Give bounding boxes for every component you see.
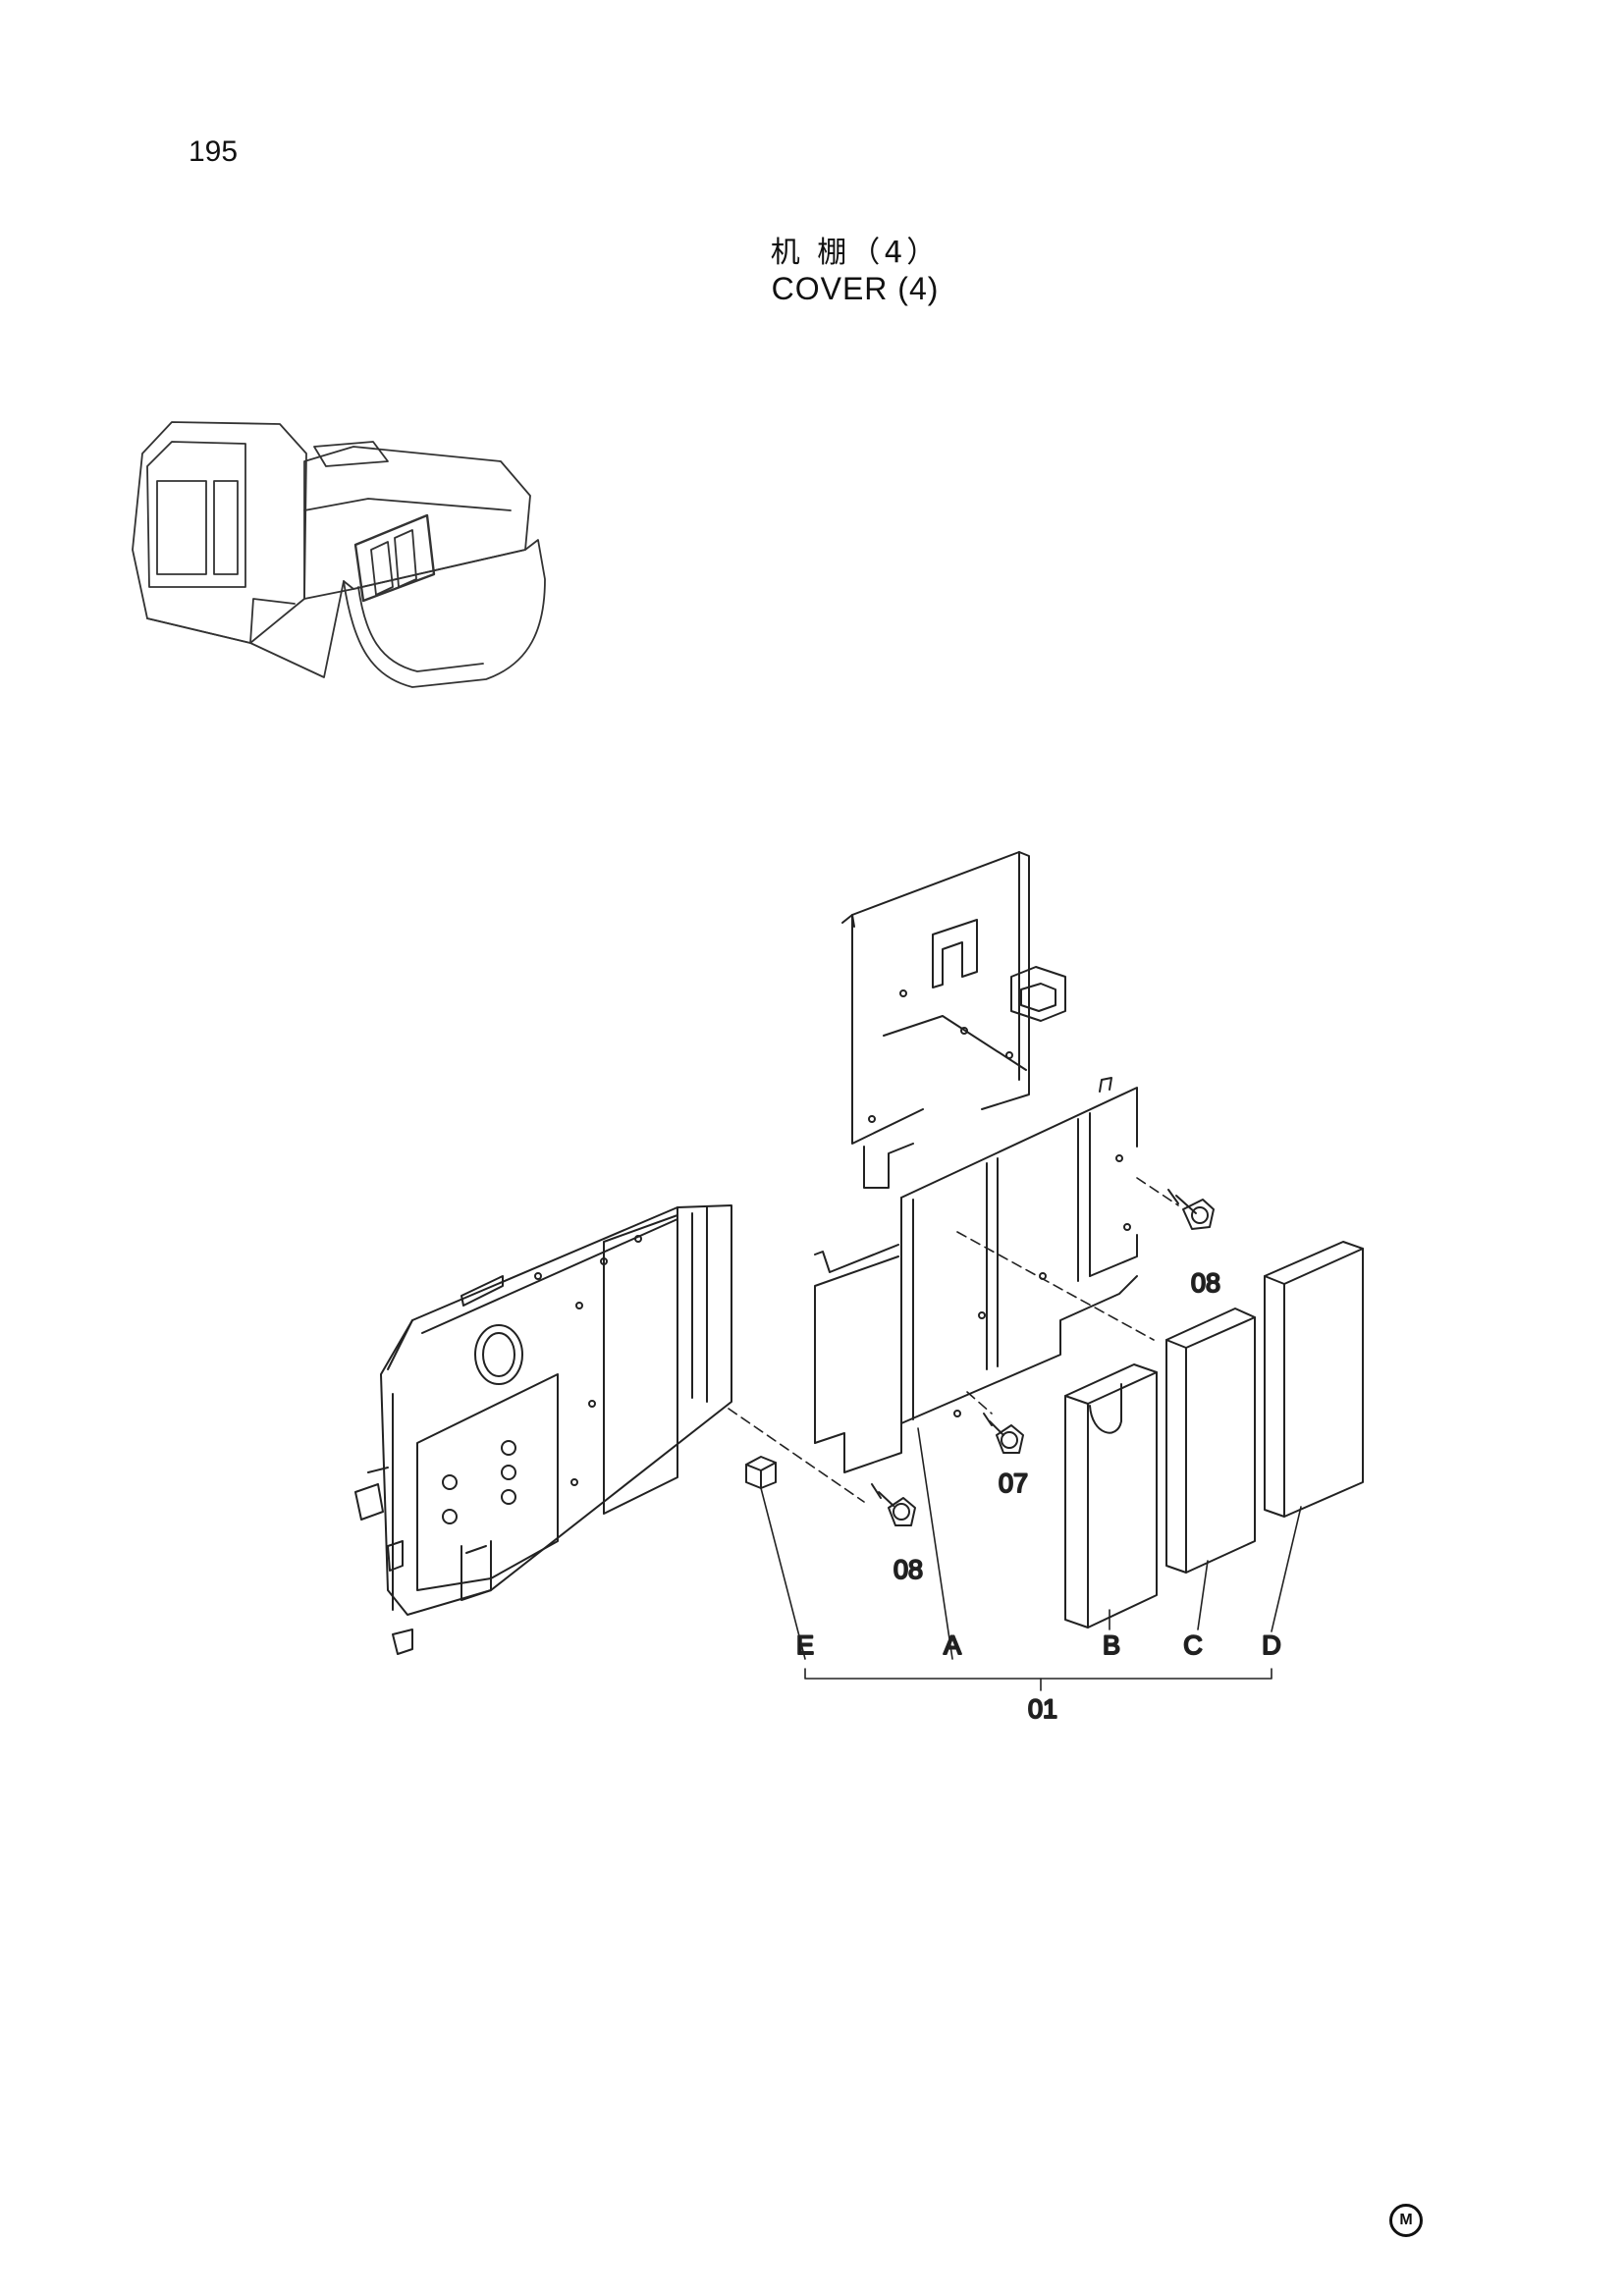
manufacturer-mark-icon: M [1389,2204,1423,2237]
callout-part-c: C [1183,1630,1203,1660]
callout-assembly-01: 01 [1028,1694,1057,1724]
bolt-07-icon [983,1413,1024,1454]
callout-bolt-07: 07 [999,1468,1028,1498]
left-side-panel [354,1204,732,1655]
leader-lines [760,1427,1302,1691]
upper-bracket-plate [841,851,1066,1189]
page-number: 195 [189,135,239,168]
callout-bolt-08-upper: 08 [1191,1268,1220,1298]
title-english: COVER (4) [771,271,940,306]
callout-part-d: D [1262,1630,1281,1660]
callout-part-a: A [944,1630,961,1660]
bolt-08-lower-icon [871,1483,916,1526]
title-chinese: 机 棚（4） [770,236,941,270]
part-b-pad [1064,1363,1158,1629]
alignment-lines [728,1177,1179,1503]
callout-bolt-08-lower: 08 [893,1555,923,1584]
part-c-pad [1165,1308,1256,1574]
part-e-block [745,1456,777,1489]
excavator-overview-illustration [132,421,546,688]
part-d-pad [1264,1241,1364,1518]
bolt-08-upper-icon [1167,1189,1215,1230]
callout-part-b: B [1103,1630,1120,1660]
callout-part-e: E [796,1630,814,1660]
